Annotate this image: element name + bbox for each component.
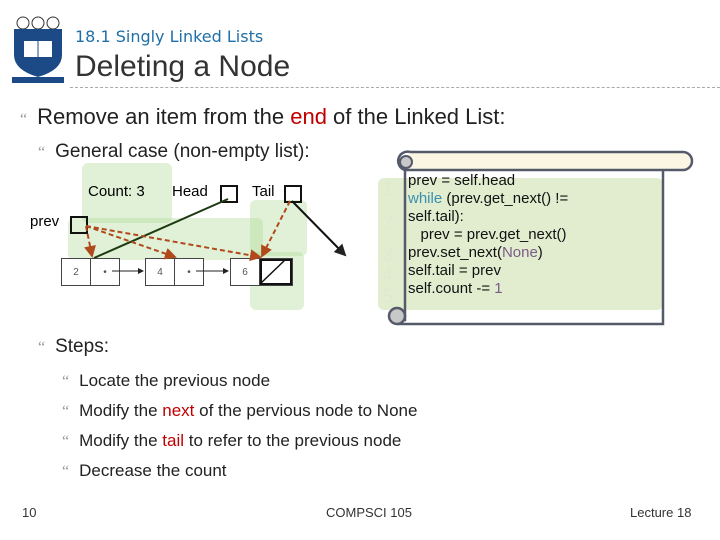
bullet-icon: “ [20, 111, 28, 128]
list-node: 2• [61, 258, 120, 286]
highlight-box [82, 163, 172, 223]
bullet-icon: “ [62, 403, 70, 420]
keyword: None [501, 244, 538, 261]
text: Locate the previous node [79, 371, 271, 390]
node-value: 6 [231, 259, 260, 285]
next-pointer: • [103, 266, 107, 278]
course-name: COMPSCI 105 [326, 505, 412, 520]
code-text: (prev.get_next() != [442, 190, 569, 207]
bullet-main: “ Remove an item from the end of the Link… [20, 104, 506, 130]
step-number: 3 [382, 244, 394, 266]
text: Modify the [79, 431, 163, 450]
step-number: 5 [382, 286, 394, 308]
section-subtitle: 18.1 Singly Linked Lists [75, 27, 264, 46]
pointer-arrows [84, 198, 347, 285]
text: Steps: [55, 336, 109, 357]
bullet-steps: “ Steps: [38, 336, 109, 358]
head-pointer-box [220, 185, 238, 203]
step-number: 4 [382, 264, 394, 286]
code-text: ) [537, 244, 543, 261]
code-line: self.tail = prev [408, 262, 501, 279]
step-item: “ Modify the tail to refer to the previou… [62, 426, 417, 456]
bullet-icon: “ [62, 433, 70, 450]
number: 1 [494, 280, 503, 297]
node-value: 2 [62, 259, 91, 285]
step-number: 2 [382, 212, 394, 234]
code-line: self.count -= 1 [408, 280, 568, 298]
step-item: “ Decrease the count [62, 456, 417, 486]
text: General case (non-empty list): [55, 141, 310, 162]
code-line: prev = self.head [408, 172, 516, 189]
scroll-frame [387, 150, 694, 326]
null-pointer [260, 259, 292, 285]
code-line: while (prev.get_next() != [408, 190, 568, 208]
code-text: prev.set_next( [408, 244, 502, 261]
head-label: Head [172, 183, 208, 200]
text: to refer to the previous node [184, 431, 402, 450]
code-line: self.tail): [408, 208, 464, 225]
step-item: “ Modify the next of the pervious node to… [62, 396, 417, 426]
step-item: “ Locate the previous node [62, 366, 417, 396]
bullet-icon: “ [62, 373, 70, 390]
slide-title: Deleting a Node [75, 50, 291, 83]
bullet-general: “ General case (non-empty list): [38, 141, 310, 163]
lecture-label: Lecture 18 [630, 505, 692, 520]
text: Decrease the count [79, 461, 227, 480]
step-number: 1 [382, 178, 394, 200]
node-value: 4 [146, 259, 175, 285]
text: Remove an item from the [37, 104, 291, 129]
text: Modify the [79, 401, 163, 420]
highlight: tail [162, 431, 184, 450]
highlight-box [250, 200, 307, 256]
next-pointer: • [187, 266, 191, 278]
bullet-icon: “ [38, 339, 46, 356]
prev-label: prev [30, 213, 60, 230]
code-block: prev = self.head while (prev.get_next() … [408, 172, 568, 298]
university-logo [12, 16, 64, 83]
code-text: self.count -= [408, 280, 495, 297]
text: of the pervious node to None [194, 401, 418, 420]
code-highlight [378, 178, 663, 310]
text: of the Linked List: [326, 104, 506, 129]
code-line: prev.set_next(None) [408, 244, 568, 262]
highlight: next [162, 401, 195, 420]
divider [70, 87, 720, 88]
keyword: while [408, 190, 443, 207]
page-number: 10 [22, 505, 37, 520]
bullet-icon: “ [62, 463, 70, 480]
count-label: Count: 3 [88, 183, 145, 200]
bullet-icon: “ [38, 144, 46, 161]
steps-list: “ Locate the previous node “ Modify the ne… [62, 366, 417, 486]
highlight: end [290, 104, 327, 129]
prev-pointer-box [70, 216, 88, 234]
tail-label: Tail [252, 183, 275, 200]
code-line: prev = prev.get_next() [408, 226, 567, 243]
